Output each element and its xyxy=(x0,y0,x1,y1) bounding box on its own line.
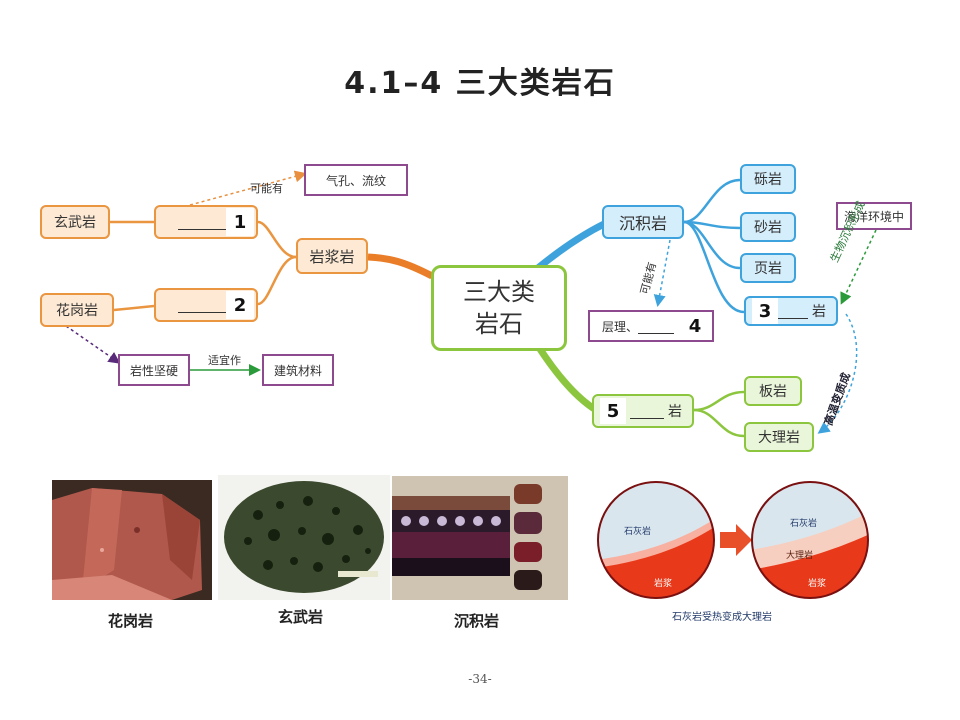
center-line-2: 岩石 xyxy=(475,310,523,338)
diagram-magma-left: 岩浆 xyxy=(654,579,673,589)
diagram-limestone-right: 石灰岩 xyxy=(790,519,818,529)
blank-1-number: 1 xyxy=(226,208,254,236)
shale-label: 页岩 xyxy=(754,261,782,277)
sedimentary-photo xyxy=(392,476,568,600)
limestone-to-marble-diagram xyxy=(597,481,869,599)
blank-4-line xyxy=(638,319,675,334)
slate-node: 板岩 xyxy=(744,376,802,406)
diagram-magma-right: 岩浆 xyxy=(808,579,827,589)
feature-label: 气孔、流纹 xyxy=(325,173,386,188)
marble-node: 大理岩 xyxy=(744,422,814,452)
blank-3-line xyxy=(778,304,808,319)
diagram-marble-right: 大理岩 xyxy=(786,551,814,561)
basalt-label: 玄武岩 xyxy=(54,215,96,231)
basalt-photo xyxy=(218,475,390,600)
marble-label: 大理岩 xyxy=(758,430,800,446)
blank-3-number: 3 xyxy=(752,298,778,324)
blank-5-number: 5 xyxy=(600,398,626,424)
sedimentary-caption: 沉积岩 xyxy=(454,612,500,630)
page-number: -34- xyxy=(468,672,492,686)
center-node: 三大类 岩石 xyxy=(431,265,567,351)
sedimentary-rock-image xyxy=(392,476,568,600)
sedimentary-rock-node: 沉积岩 xyxy=(602,205,684,239)
marine-label: 海洋环境中 xyxy=(843,209,904,224)
building-box: 建筑材料 xyxy=(262,354,334,386)
igneous-rock-label: 岩浆岩 xyxy=(309,247,355,266)
marine-box: 海洋环境中 xyxy=(836,202,912,230)
mind-map-connectors xyxy=(65,170,877,438)
granite-label: 花岗岩 xyxy=(56,303,98,319)
blank-1-line xyxy=(178,215,230,230)
granite-node: 花岗岩 xyxy=(40,293,114,327)
igneous-rock-node: 岩浆岩 xyxy=(296,238,368,274)
page-title: 4.1–4 三大类岩石 xyxy=(344,66,616,101)
hard-box: 岩性坚硬 xyxy=(118,354,190,386)
feature-box: 气孔、流纹 xyxy=(304,164,408,196)
hard-label: 岩性坚硬 xyxy=(129,363,178,378)
basalt-rock-image xyxy=(218,475,390,600)
shale-node: 页岩 xyxy=(740,253,796,283)
granite-rock-image xyxy=(52,480,212,600)
conglomerate-node: 砾岩 xyxy=(740,164,796,194)
suitable-label: 适宜作 xyxy=(208,354,241,367)
basalt-node: 玄武岩 xyxy=(40,205,110,239)
blank-5-line xyxy=(630,404,664,419)
blank-3-suffix: 岩 xyxy=(812,304,826,320)
diagram-caption: 石灰岩受热变成大理岩 xyxy=(672,612,772,623)
basalt-caption: 玄武岩 xyxy=(278,608,324,626)
blank-5-suffix: 岩 xyxy=(668,404,682,420)
maybe-label-igneous: 可能有 xyxy=(250,182,283,195)
granite-caption: 花岗岩 xyxy=(108,612,154,630)
sedimentary-rock-label: 沉积岩 xyxy=(618,214,667,233)
diagram-limestone-left: 石灰岩 xyxy=(624,527,652,537)
blank-4-number: 4 xyxy=(682,313,708,339)
granite-photo xyxy=(52,480,212,600)
blank-2-line xyxy=(178,298,230,313)
sandstone-label: 砂岩 xyxy=(754,220,782,236)
slate-label: 板岩 xyxy=(759,384,787,400)
layer-prefix: 层理、 xyxy=(602,319,639,334)
metamorphism-diagram xyxy=(596,480,878,604)
sandstone-node: 砂岩 xyxy=(740,212,796,242)
conglomerate-label: 砾岩 xyxy=(754,172,782,188)
building-label: 建筑材料 xyxy=(273,363,322,378)
blank-2-number: 2 xyxy=(226,291,254,319)
center-line-1: 三大类 xyxy=(463,278,535,306)
